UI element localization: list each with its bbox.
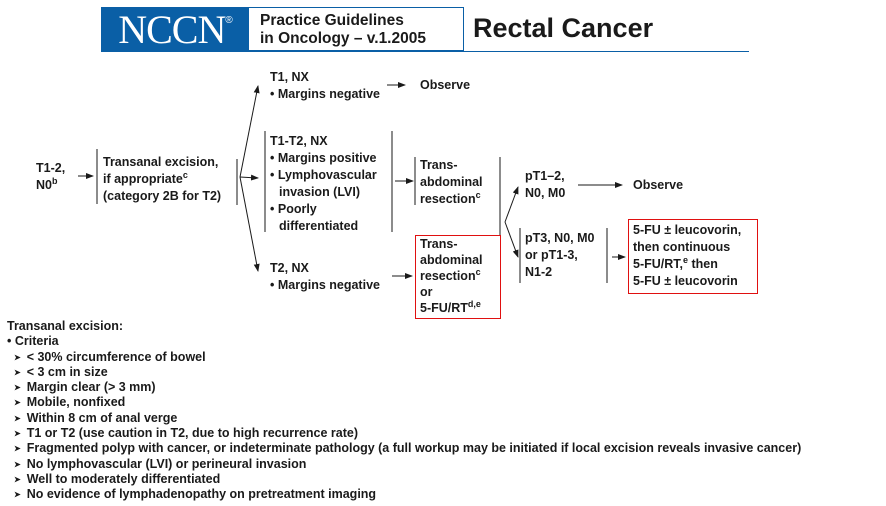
start-line1: T1-2,	[36, 161, 66, 175]
criteria-item: T1 or T2 (use caution in T2, due to high…	[14, 426, 801, 441]
branch-top-title: T1, NX	[270, 70, 309, 84]
criteria-item: Well to moderately differentiated	[14, 472, 801, 487]
branch-mid: T1-T2, NX • Margins positive • Lymphovas…	[270, 134, 377, 233]
criteria-item: Margin clear (> 3 mm)	[14, 380, 801, 395]
criteria-item: Fragmented polyp with cancer, or indeter…	[14, 441, 802, 456]
criteria-section: Transanal excision: • Criteria < 30% cir…	[7, 319, 801, 503]
line: Trans-	[420, 158, 458, 172]
line: abdominal	[420, 175, 483, 189]
criteria-heading: Transanal excision:	[7, 319, 124, 333]
line: 5-FU/RT,	[633, 257, 683, 271]
start-line2: N0	[36, 178, 52, 192]
start-node: T1-2, N0b	[36, 160, 65, 194]
bot-treatment-box: Trans-abdominal resectionc or 5-FU/RTd,e	[415, 235, 501, 319]
observe-top: Observe	[420, 78, 471, 92]
footnote-e: e	[683, 255, 689, 265]
logo-text: NCCN	[118, 7, 226, 52]
mid-resection: Trans-abdominal resectionc	[420, 157, 483, 208]
criteria-item: < 30% circumference of bowel	[14, 350, 801, 365]
branch-top-bullet: Margins negative	[277, 87, 380, 101]
footnote-b: b	[51, 176, 58, 186]
excision-line3: (category 2B for T2)	[103, 189, 222, 203]
criteria-item: Within 8 cm of anal verge	[14, 411, 801, 426]
criteria-item: No evidence of lymphadenopathy on pretre…	[14, 487, 801, 502]
line: 5-FU/RT	[420, 301, 468, 315]
line: 5-FU ± leucovorin	[633, 274, 738, 288]
line: resection	[420, 269, 476, 283]
excision-line2: if appropriate	[103, 172, 183, 186]
line: then	[688, 257, 718, 271]
bullet-cont: differentiated	[279, 219, 359, 233]
line: pT1–2,	[525, 169, 565, 183]
footnote-c: c	[475, 267, 481, 277]
path-b: pT3, N0, M0 or pT1-3, N1-2	[525, 230, 594, 281]
line: N0, M0	[525, 186, 566, 200]
path-a: pT1–2, N0, M0	[525, 168, 565, 202]
bullet: Poorly	[277, 202, 317, 216]
branch-bot: T2, NX• Margins negative	[270, 261, 380, 292]
guideline-line1: Practice Guidelines	[260, 12, 404, 29]
branch-bot-title: T2, NX	[270, 261, 309, 275]
line: or pT1-3,	[525, 248, 578, 262]
bullet: Margins positive	[277, 151, 377, 165]
adjuvant-text: 5-FU ± leucovorin, then continuous 5-FU/RT…	[629, 220, 757, 290]
registered-mark: ®	[225, 15, 232, 26]
adjuvant-box: 5-FU ± leucovorin, then continuous 5-FU/RT…	[628, 219, 758, 294]
header-rule	[101, 51, 749, 52]
line: or	[420, 285, 433, 299]
page-title: Rectal Cancer	[473, 13, 654, 43]
footnote-de: d,e	[467, 299, 481, 309]
arrow	[504, 186, 519, 223]
arrow	[504, 221, 519, 258]
bullet-cont: invasion (LVI)	[279, 185, 361, 199]
criteria-item: < 3 cm in size	[14, 365, 801, 380]
line: then continuous	[633, 240, 731, 254]
branch-mid-title: T1-T2, NX	[270, 134, 328, 148]
bullet: Lymphovascular	[277, 168, 377, 182]
line: pT3, N0, M0	[525, 231, 595, 245]
line: N1-2	[525, 265, 553, 279]
arrow	[239, 85, 260, 178]
criteria-item: No lymphovascular (LVI) or perineural in…	[14, 457, 801, 472]
branch-bot-bullet: Margins negative	[277, 278, 380, 292]
line: resection	[420, 192, 476, 206]
footnote-c: c	[475, 190, 481, 200]
bot-treatment-text: Trans-abdominal resectionc or 5-FU/RTd,e	[416, 236, 500, 316]
criteria-list: < 30% circumference of bowel< 3 cm in si…	[7, 350, 802, 503]
branch-top: T1, NX• Margins negative	[270, 70, 380, 101]
arrow	[239, 176, 260, 272]
criteria-item: Mobile, nonfixed	[14, 395, 801, 410]
line: 5-FU ± leucovorin,	[633, 223, 742, 237]
guideline-line2: in Oncology – v.1.2005	[260, 30, 426, 47]
excision-line1: Transanal excision,	[103, 155, 219, 169]
excision-node: Transanal excision, if appropriatec (categ…	[103, 154, 221, 205]
criteria-bullet: Criteria	[14, 334, 59, 349]
footnote-c: c	[182, 170, 188, 180]
observe-a: Observe	[633, 178, 684, 192]
line: Trans-	[420, 237, 458, 251]
arrow	[239, 174, 259, 181]
nccn-logo: NCCN®	[101, 7, 249, 52]
line: abdominal	[420, 253, 483, 267]
